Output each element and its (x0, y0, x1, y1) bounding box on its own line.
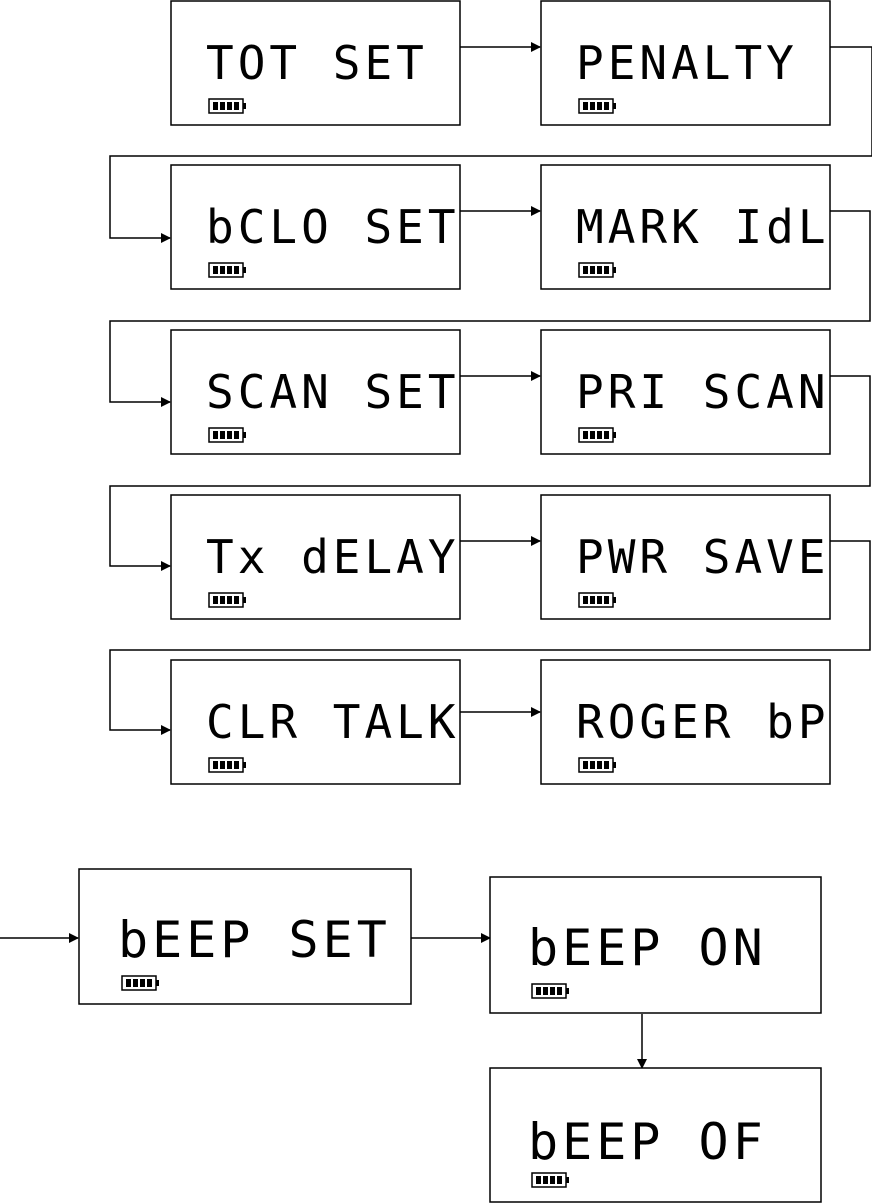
lcd-screen-tot-set: TOT SET (171, 1, 460, 125)
battery-bar (550, 987, 555, 995)
battery-bar (220, 596, 225, 604)
battery-bar (543, 1176, 548, 1184)
battery-bar (590, 596, 595, 604)
battery-bar (227, 266, 232, 274)
battery-bar (583, 266, 588, 274)
battery-bar (213, 761, 218, 769)
lcd-label: bCLO SET (206, 200, 460, 254)
lcd-label: PRI SCAN (576, 365, 830, 419)
battery-bar (227, 761, 232, 769)
battery-bar (590, 266, 595, 274)
battery-bar (220, 431, 225, 439)
battery-bar (213, 266, 218, 274)
lcd-label: PENALTY (576, 36, 798, 90)
lcd-label: TOT SET (206, 36, 428, 90)
battery-bar (213, 102, 218, 110)
battery-bar (597, 266, 602, 274)
lcd-label: MARK IdL (576, 200, 830, 254)
lcd-label: ROGER bP (576, 695, 830, 749)
battery-bar (604, 102, 609, 110)
battery-bar (583, 431, 588, 439)
lcd-screen-pri-scan: PRI SCAN (541, 330, 830, 454)
battery-bar (234, 761, 239, 769)
lcd-label: bEEP SET (118, 911, 391, 969)
battery-bar (583, 761, 588, 769)
lcd-screen-beep-on: bEEP ON (490, 877, 821, 1013)
lcd-label: SCAN SET (206, 365, 460, 419)
battery-bar (557, 1176, 562, 1184)
battery-bar (557, 987, 562, 995)
lcd-label: PWR SAVE (576, 530, 830, 584)
battery-bar (590, 761, 595, 769)
battery-bar (543, 987, 548, 995)
battery-bar (604, 596, 609, 604)
battery-bar (590, 431, 595, 439)
battery-bar (583, 102, 588, 110)
battery-bar (220, 761, 225, 769)
battery-bar (550, 1176, 555, 1184)
lcd-screen-pwr-save: PWR SAVE (541, 495, 830, 619)
battery-bar (234, 102, 239, 110)
battery-bar (140, 979, 145, 987)
battery-bar (604, 266, 609, 274)
battery-bar (220, 102, 225, 110)
battery-bar (590, 102, 595, 110)
lcd-label: CLR TALK (206, 695, 460, 749)
battery-bar (227, 102, 232, 110)
battery-bar (536, 987, 541, 995)
lcd-screen-mark-idl: MARK IdL (541, 165, 830, 289)
battery-bar (604, 431, 609, 439)
lcd-screen-clr-talk: CLR TALK (171, 660, 460, 784)
battery-bar (597, 596, 602, 604)
battery-bar (133, 979, 138, 987)
battery-bar (597, 431, 602, 439)
lcd-screen-roger-bp: ROGER bP (541, 660, 830, 784)
lcd-screen-penalty: PENALTY (541, 1, 830, 125)
battery-bar (597, 102, 602, 110)
lcd-screen-beep-of: bEEP OF (490, 1068, 821, 1202)
battery-bar (220, 266, 225, 274)
battery-bar (234, 266, 239, 274)
battery-bar (536, 1176, 541, 1184)
battery-bar (213, 596, 218, 604)
lcd-label: bEEP OF (528, 1113, 767, 1171)
lcd-screen-bclo-set: bCLO SET (171, 165, 460, 289)
battery-bar (234, 431, 239, 439)
battery-bar (597, 761, 602, 769)
lcd-screen-tx-delay: Tx dELAY (171, 495, 460, 619)
battery-bar (126, 979, 131, 987)
lcd-label: Tx dELAY (206, 530, 460, 584)
battery-bar (213, 431, 218, 439)
battery-bar (604, 761, 609, 769)
battery-bar (227, 431, 232, 439)
lcd-label: bEEP ON (528, 919, 767, 977)
battery-bar (583, 596, 588, 604)
battery-bar (147, 979, 152, 987)
battery-bar (234, 596, 239, 604)
lcd-screen-scan-set: SCAN SET (171, 330, 460, 454)
lcd-screen-beep-set: bEEP SET (79, 869, 411, 1004)
battery-bar (227, 596, 232, 604)
